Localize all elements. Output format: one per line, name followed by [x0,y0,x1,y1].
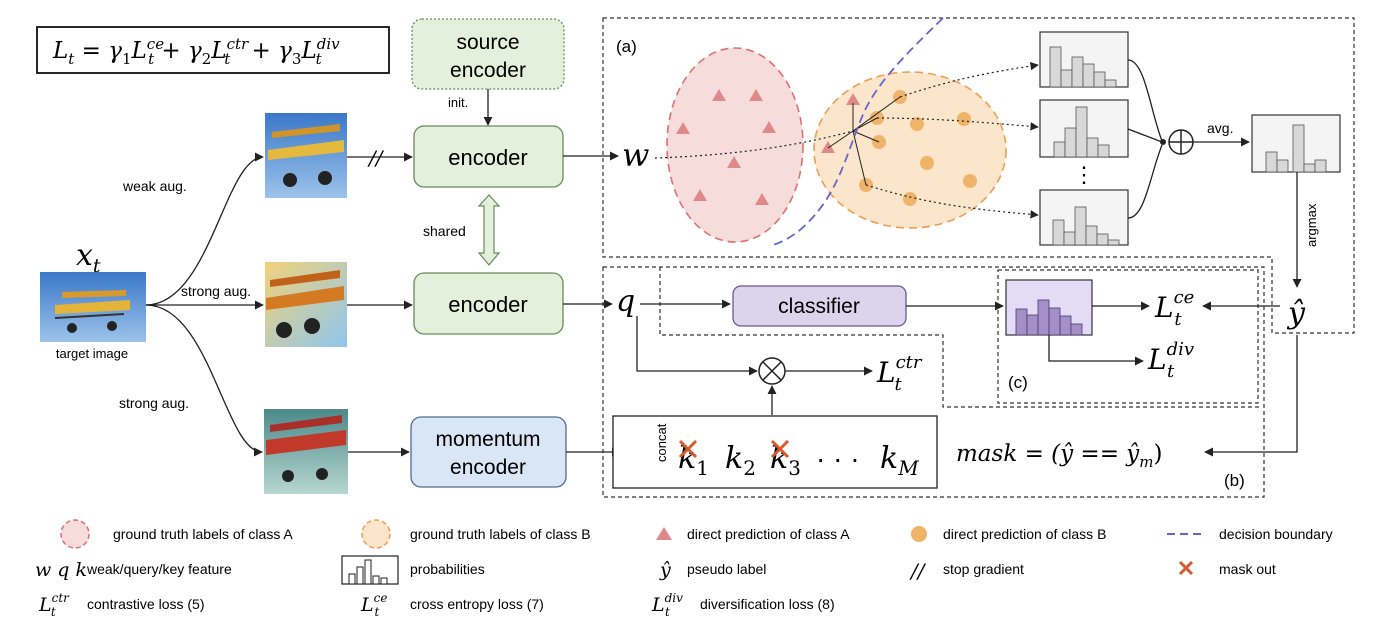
encoder-weak-box: encoder [413,125,564,188]
legend-circle-icon [911,526,927,542]
strong-aug-image-1 [265,262,347,347]
svg-text:· · ·: · · · [816,443,860,474]
svg-text:encoder: encoder [448,145,528,170]
svg-text:direct prediction of class A: direct prediction of class A [687,526,850,542]
mask-out-mark-k3 [770,439,790,459]
product-operator [758,357,786,385]
prob-box-1 [1039,31,1129,88]
decision-boundary [769,17,944,247]
target-image [40,272,146,342]
legend-class-b-swatch [361,519,391,549]
panel-b-border [602,266,1265,498]
svg-text:ground truth labels of class B: ground truth labels of class B [410,526,591,542]
strong-aug-label-1: strong aug. [181,283,251,299]
svg-text:concat: concat [654,423,669,462]
svg-text:kM: kM [880,441,919,480]
panel-a-border [602,17,1355,334]
class-a-region [666,47,804,243]
legend-triangle-icon [656,527,672,540]
svg-text:weak/query/key feature: weak/query/key feature [86,561,232,577]
svg-text:cross entropy loss (7): cross entropy loss (7) [410,596,544,612]
encoder-strong-box: encoder [413,272,564,335]
svg-text:classifier: classifier [778,295,860,318]
svg-text:k2: k2 [725,441,756,480]
svg-text:momentum: momentum [435,428,540,451]
target-caption: target image [56,346,128,361]
svg-text:decision boundary: decision boundary [1219,526,1333,542]
target-symbol: xt [76,238,101,277]
panel-b-label: (b) [1224,471,1245,490]
sum-operator [1168,129,1194,155]
legend-probabilities-icon [341,555,399,585]
weak-aug-image [265,113,347,198]
panel-c-label: (c) [1008,373,1028,392]
svg-text://: // [909,559,927,583]
svg-text:pseudo label: pseudo label [687,561,766,577]
pseudo-label-yhat: ŷ [1286,296,1306,331]
strong-aug-image-2 [264,409,348,494]
svg-text:contrastive loss (5): contrastive loss (5) [87,596,204,612]
svg-text:w q k: w q k [35,559,87,581]
legend: ground truth labels of class A ground tr… [35,519,1333,619]
svg-text:ŷ: ŷ [659,559,671,581]
weak-aug-label: weak aug. [122,178,187,194]
svg-text:source: source [456,31,519,54]
classifier-output-probs [1005,279,1093,336]
svg-text:k3: k3 [770,441,801,480]
svg-text:direct prediction of class B: direct prediction of class B [943,526,1106,542]
mask-equation: mask = (ŷ == ŷm) [956,441,1163,471]
svg-text:encoder: encoder [448,292,528,317]
legend-class-a-swatch [60,519,90,549]
prob-box-3 [1039,189,1129,246]
svg-text:mask out: mask out [1219,561,1276,577]
legend-mask-out-icon [1178,560,1194,576]
svg-text:probabilities: probabilities [410,561,485,577]
classifier-box: classifier [732,285,907,327]
shared-label: shared [423,223,466,239]
vertical-dots: ⋮ [1073,162,1095,187]
avg-label: avg. [1207,120,1233,136]
shared-double-arrow [477,194,501,266]
init-label: init. [448,95,468,110]
svg-text:k1: k1 [678,441,709,480]
panel-a-label: (a) [616,37,637,56]
momentum-encoder-box: momentum encoder [410,416,567,488]
dotted-feature-lines [654,61,1039,219]
svg-text:ground truth labels of class A: ground truth labels of class A [113,526,293,542]
strong-aug-label-2: strong aug. [119,395,189,411]
prob-box-2 [1039,99,1129,158]
svg-text:stop gradient: stop gradient [943,561,1024,577]
class-a-predictions [676,89,860,205]
svg-text:diversification loss (8): diversification loss (8) [700,596,835,612]
stop-gradient-mark: // [367,146,385,170]
feature-w: w [622,136,649,174]
svg-text:encoder: encoder [450,59,526,82]
argmax-label: argmax [1304,203,1319,247]
prob-box-avg [1251,114,1341,173]
svg-text:encoder: encoder [450,456,526,479]
key-queue: concat k1 k2 k3 · · · kM [612,415,938,489]
panel-c-border [997,269,1259,404]
mask-out-mark-k1 [678,439,698,459]
source-encoder-box: source encoder [411,18,565,90]
feature-q: q [616,284,635,319]
